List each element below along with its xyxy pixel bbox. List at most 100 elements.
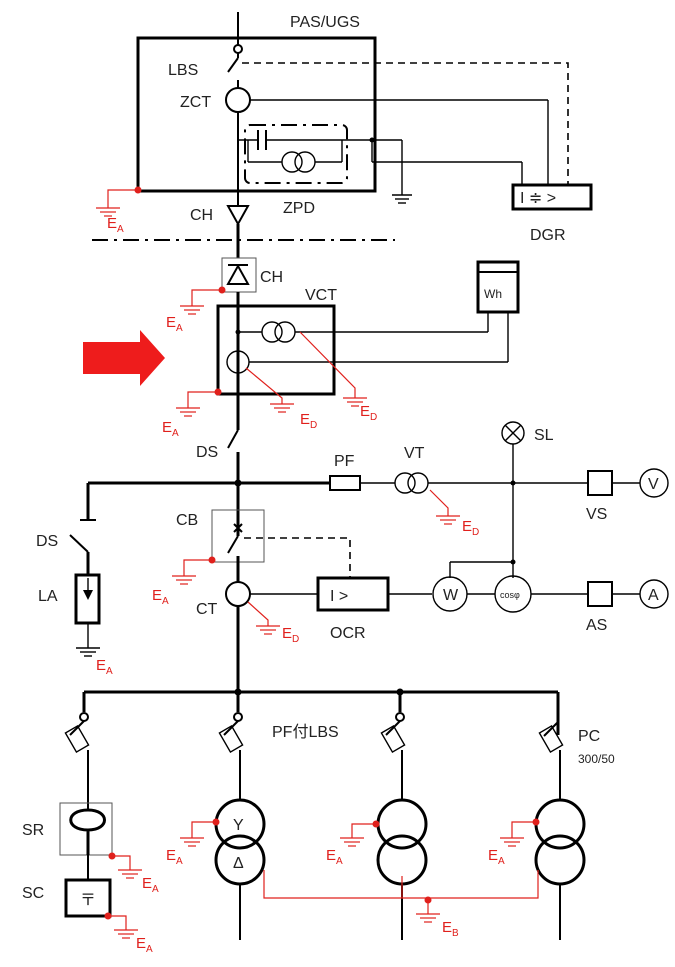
ct-symbol (225, 581, 251, 607)
eb-ground: EB (263, 870, 539, 939)
ch-top-label: CH (190, 207, 213, 224)
ds-la-blade (69, 534, 89, 553)
feeder-transformer-2: EA (326, 692, 428, 940)
pc-label: PC (578, 728, 600, 745)
cb-trip-dashed (244, 537, 351, 578)
ea-label-la: EA (96, 657, 113, 677)
pc-rating-label: 300/50 (578, 752, 615, 766)
vct-section: CH EA VCT Wh ED ED (162, 257, 520, 439)
ct-label: CT (196, 601, 218, 618)
w-meter-label: W (443, 587, 459, 604)
lbs-fuse-2 (218, 725, 244, 753)
dgr-relay (511, 183, 593, 211)
lbs-label: LBS (168, 62, 198, 79)
zct-symbol (225, 87, 251, 113)
pas-ugs-box (136, 36, 377, 193)
lbs-switch-blade (227, 57, 239, 73)
tr1-delta-label: Δ (233, 855, 244, 872)
dgr-symbol: I ≑ > (520, 190, 556, 207)
ea-label-tr1: EA (166, 847, 183, 867)
zpd-transformer-1 (281, 151, 303, 173)
ocr-relay (316, 576, 390, 612)
ea-label-sr: EA (142, 875, 159, 895)
sr-reactor-icon (69, 808, 106, 855)
ds-la-label: DS (36, 533, 58, 550)
highlight-arrow-icon (83, 330, 165, 386)
vct-label: VCT (305, 287, 337, 304)
ed-label-vct-2: ED (300, 411, 317, 431)
tr3-secondary-coil (534, 834, 586, 886)
zct-label: ZCT (180, 94, 211, 111)
pas-ugs-label: PAS/UGS (290, 14, 360, 31)
ocr-label: OCR (330, 625, 366, 642)
ea-label-sc: EA (136, 935, 153, 955)
la-label: LA (38, 588, 58, 605)
ea-label-tr2: EA (326, 847, 343, 867)
ds-main-blade (227, 429, 239, 449)
feeder-transformer-1: Y Δ EA (166, 692, 266, 940)
dgr-label: DGR (530, 227, 566, 244)
ea-label-vct: EA (162, 419, 179, 439)
wh-label: Wh (484, 287, 502, 301)
sc-label: SC (22, 885, 44, 902)
vt-coil-2 (407, 472, 429, 494)
tr1-star-label: Y (233, 817, 244, 834)
ammeter-icon (639, 579, 669, 609)
as-label: AS (586, 617, 607, 634)
tr3-primary-coil (534, 798, 586, 850)
vs-label: VS (586, 506, 607, 523)
pf-label: PF (334, 453, 355, 470)
ds-main-label: DS (196, 444, 218, 461)
pas-ugs-section: PAS/UGS LBS ZCT ZPD (96, 12, 593, 244)
vs-switch (587, 470, 613, 496)
vct-box (216, 304, 336, 396)
ea-label-pas: EA (107, 215, 124, 235)
cb-ct: CB EA CT ED I > OCR W cosφ AS A (152, 509, 669, 690)
lbs-contact (233, 44, 243, 54)
feeder-capacitor: SR EA 〒 SC EA (22, 692, 159, 955)
ocr-symbol: I > (330, 588, 348, 605)
tr2-primary-coil (376, 798, 428, 850)
zpd-transformer-2 (294, 151, 316, 173)
vct-vt-1 (261, 321, 283, 343)
pf-lbs-label: PF付LBS (272, 723, 339, 741)
lbs-trip-dashed (242, 62, 569, 185)
sl-label: SL (534, 427, 554, 444)
ch-mid-label: CH (260, 269, 283, 286)
lbs-fuse-1 (64, 725, 90, 753)
cb-label: CB (176, 512, 198, 529)
feeder-transformer-3: EA (488, 692, 586, 940)
v-meter-label: V (648, 476, 659, 493)
vct-vt-2 (274, 321, 296, 343)
ch-top-symbol (226, 205, 250, 227)
sl-lamp-icon (501, 421, 525, 445)
ch-mid-symbol (226, 263, 250, 285)
sr-label: SR (22, 822, 44, 839)
vt-label: VT (404, 445, 425, 462)
ea-label-ch: EA (166, 314, 183, 334)
ds-main: DS (196, 420, 240, 536)
ed-label-vt: ED (462, 518, 479, 538)
sc-symbol: 〒 (80, 892, 96, 909)
cb-blade (227, 535, 239, 554)
sc-capacitor (64, 878, 112, 918)
ea-label-tr3: EA (488, 847, 505, 867)
ed-label-ct: ED (282, 625, 299, 645)
pc-fuse (538, 725, 564, 753)
voltmeter-icon (639, 468, 669, 498)
as-switch (587, 581, 613, 607)
ed-label-vct-1: ED (360, 403, 377, 423)
la-branch: DS LA EA (36, 483, 113, 677)
wh-meter (476, 260, 520, 314)
ea-label-cb: EA (152, 587, 169, 607)
pf-fuse (329, 475, 361, 491)
sr-box (59, 802, 113, 856)
ch-mid-box (221, 257, 257, 293)
a-meter-label: A (648, 587, 659, 604)
vt-branch: PF VT ED SL VS V (329, 421, 669, 578)
lbs-fuse-3 (380, 725, 406, 753)
zpd-box (244, 124, 348, 184)
vt-coil-1 (394, 472, 416, 494)
